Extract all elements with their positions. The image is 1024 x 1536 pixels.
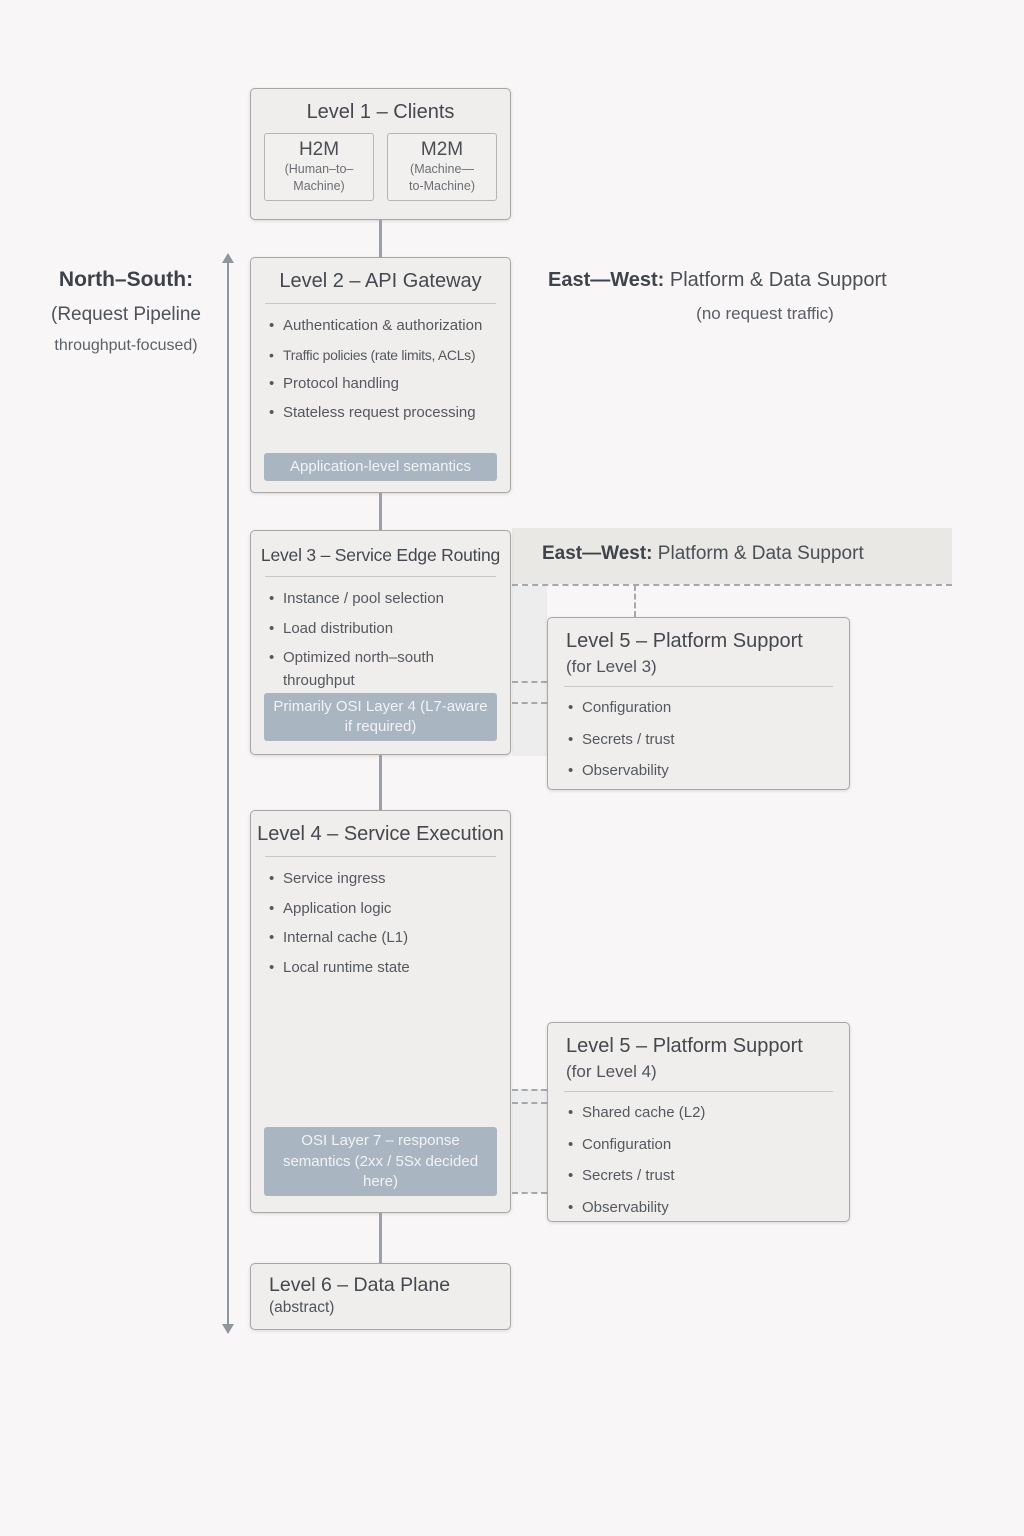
level4-title: Level 4 – Service Execution [257,823,504,845]
bullet-item: Configuration [566,1134,841,1157]
band-to-l5a-dashed-connector [634,585,636,617]
east-west-band-text: East—West: Platform & Data Support [512,528,952,565]
level3-badge: Primarily OSI Layer 4 (L7-aware if requi… [264,692,497,741]
level5a-title: Level 5 – Platform Support [566,630,803,652]
level5b-divider [564,1091,833,1092]
level5a-divider [564,686,833,687]
l3-l5a-dashed-connector-2 [512,702,547,704]
north-south-line3: throughput-focused) [54,337,198,354]
level1-clients-row: H2M (Human–to– Machine) M2M (Machine— to… [251,133,510,201]
bullet-item: Application logic [267,898,502,921]
level5a-box: Level 5 – Platform Support (for Level 3)… [547,617,850,790]
l4-l5b-bridge [512,1089,547,1193]
north-south-title: North–South: [58,268,194,291]
bullet-item: Observability [566,1197,841,1220]
bullet-item: Shared cache (L2) [566,1102,841,1125]
level1-title: Level 1 – Clients [306,101,455,123]
connector-l1-l2 [379,220,382,257]
client-h2m-desc-line2: Machine) [293,178,345,193]
level6-title: Level 6 – Data Plane [269,1274,451,1296]
bullet-item: Service ingress [267,868,502,891]
level2-bullet-list: Authentication & authorization Traffic p… [251,313,510,425]
level3-title: Level 3 – Service Edge Routing [260,545,501,565]
level4-badge: OSI Layer 7 – response semantics (2xx / … [264,1127,497,1196]
bullet-item: Traffic policies (rate limits, ACLs) [267,345,502,366]
client-h2m-desc-line1: (Human–to– [284,162,354,176]
level3-divider [265,576,496,577]
level5b-subtitle: (for Level 4) [566,1062,657,1081]
east-west-header-subtitle: (no request traffic) [696,304,834,323]
north-south-axis-line [227,262,229,1326]
east-west-band: East—West: Platform & Data Support [512,528,952,584]
bullet-item: Protocol handling [267,373,502,396]
level5b-title: Level 5 – Platform Support [566,1035,803,1057]
connector-l2-l3 [379,493,382,530]
east-west-band-label: East—West: [542,543,653,564]
level4-divider [265,856,496,857]
bullet-item: Optimized north–south throughput [267,647,502,692]
bullet-item: Secrets / trust [566,1165,841,1188]
bullet-item: Observability [566,760,841,783]
level2-badge: Application-level semantics [264,452,497,481]
level2-title: Level 2 – API Gateway [279,270,482,292]
l3-l5a-bridge [512,586,547,756]
bullet-item: Secrets / trust [566,729,841,752]
level1-box: Level 1 – Clients H2M (Human–to– Machine… [250,88,511,220]
bullet-item: Authentication & authorization [267,315,502,338]
l4-l5b-dashed-connector-1 [512,1089,547,1091]
north-south-arrow-down-icon [222,1324,234,1334]
level4-bullet-list: Service ingress Application logic Intern… [251,866,510,979]
north-south-label: North–South: (Request Pipeline throughpu… [26,268,226,355]
client-h2m-box: H2M (Human–to– Machine) [264,133,374,201]
connector-l4-l6 [379,1213,382,1263]
level5a-subtitle: (for Level 3) [566,657,657,676]
l3-l5a-dashed-connector-1 [512,681,547,683]
level3-box: Level 3 – Service Edge Routing Instance … [250,530,511,755]
bullet-item: Instance / pool selection [267,588,502,611]
level3-bullet-list: Instance / pool selection Load distribut… [251,586,510,692]
client-h2m-name: H2M [298,139,340,160]
east-west-header-title: Platform & Data Support [669,269,887,291]
level5b-box: Level 5 – Platform Support (for Level 4)… [547,1022,850,1222]
level4-box: Level 4 – Service Execution Service ingr… [250,810,511,1213]
level5b-bullet-list: Shared cache (L2) Configuration Secrets … [548,1100,849,1219]
bullet-item: Internal cache (L1) [267,927,502,950]
level5a-bullet-list: Configuration Secrets / trust Observabil… [548,695,849,783]
bullet-item: Configuration [566,697,841,720]
l4-l5b-dashed-connector-3 [512,1192,547,1194]
north-south-arrow-up-icon [222,253,234,263]
connector-l3-l4 [379,755,382,810]
client-m2m-desc-line2: to-Machine) [409,178,475,193]
l4-l5b-dashed-connector-2 [512,1102,547,1104]
bullet-item: Stateless request processing [267,402,502,425]
east-west-band-title: Platform & Data Support [657,543,864,564]
east-west-header-label: East—West: [548,269,665,291]
client-m2m-desc-line1: (Machine— [410,162,474,176]
bullet-item: Load distribution [267,618,502,641]
level6-box: Level 6 – Data Plane (abstract) [250,1263,511,1330]
level2-box: Level 2 – API Gateway Authentication & a… [250,257,511,493]
east-west-dashed-line [512,584,952,586]
east-west-header: East—West: Platform & Data Support [548,269,887,292]
bullet-item: Local runtime state [267,957,502,980]
client-m2m-name: M2M [420,139,464,160]
client-m2m-box: M2M (Machine— to-Machine) [387,133,497,201]
level2-divider [265,303,496,304]
north-south-line2: (Request Pipeline [51,304,201,325]
level6-subtitle: (abstract) [269,1299,335,1316]
